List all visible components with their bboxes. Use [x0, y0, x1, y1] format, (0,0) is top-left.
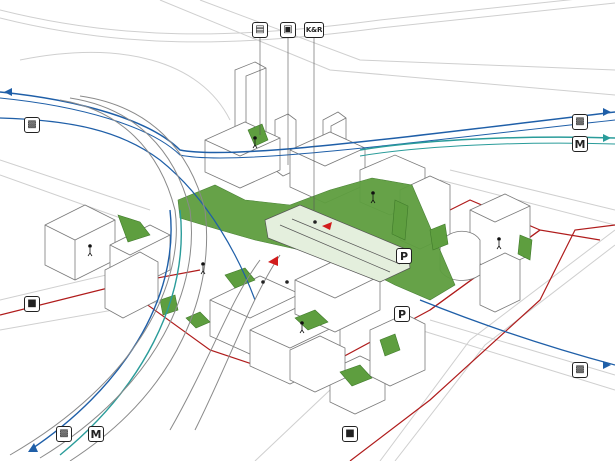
car-icon: ■ [342, 426, 358, 442]
car-icon: ■ [24, 296, 40, 312]
metro-label: M [91, 429, 102, 440]
bus-icon: ▤ [252, 22, 268, 38]
metro-label: M [575, 139, 586, 150]
kiss-and-ride-icon: K&R [304, 22, 324, 38]
parking-icon: P [394, 306, 410, 322]
parking-icon: P [396, 248, 412, 264]
parking-label: P [400, 251, 408, 262]
train-icon: ▩ [572, 114, 588, 130]
metro-icon: M [572, 136, 588, 152]
tram-icon: ▣ [280, 22, 296, 38]
train-icon: ▩ [56, 426, 72, 442]
train-icon: ▩ [572, 362, 588, 378]
kiss-and-ride-label: K&R [306, 27, 322, 34]
train-icon: ▩ [24, 117, 40, 133]
metro-icon: M [88, 426, 104, 442]
parking-label: P [398, 309, 406, 320]
